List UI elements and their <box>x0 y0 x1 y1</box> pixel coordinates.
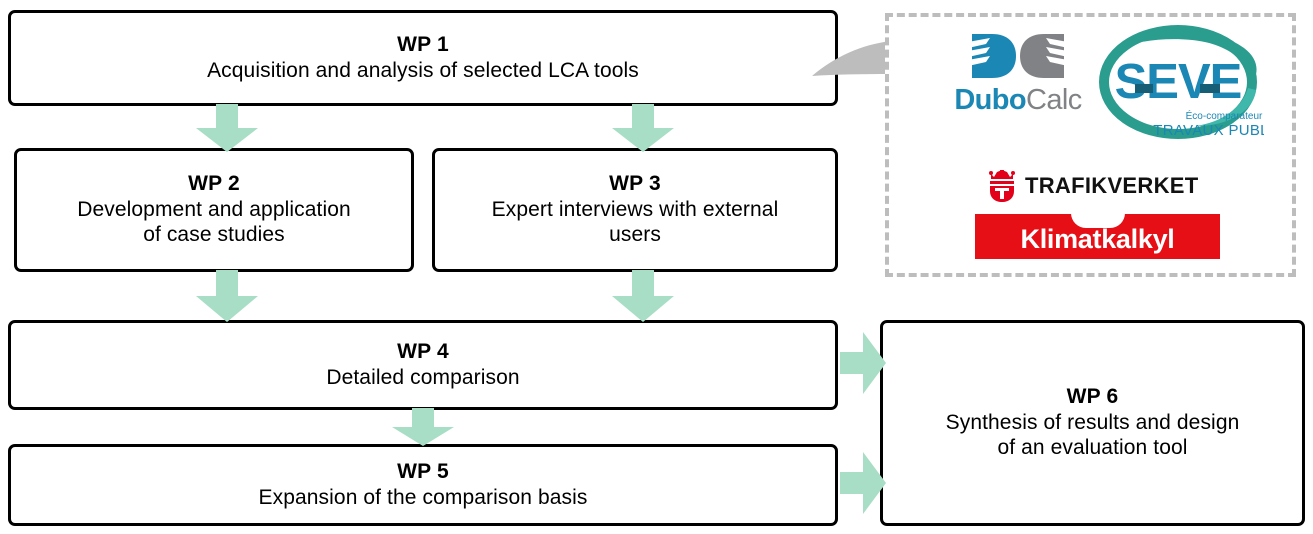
wp1-title: WP 1 <box>397 32 449 56</box>
wp2-description: Development and application of case stud… <box>77 197 351 247</box>
klimatkalkyl-notch <box>1070 213 1125 228</box>
wp1-box[interactable]: WP 1 Acquisition and analysis of selecte… <box>8 10 838 106</box>
wp2-title: WP 2 <box>188 172 240 195</box>
dubocalc-logo[interactable]: DuboCalc <box>945 32 1091 132</box>
arrow-right-wp4-to-wp6-icon <box>840 332 886 394</box>
wp5-title: WP 5 <box>397 459 449 483</box>
seve-subtitle: TRAVAUX PUBLICS <box>1153 122 1264 139</box>
trafikverket-logo[interactable]: TRAFIKVERKET <box>988 168 1210 204</box>
seve-logo[interactable]: SEVE Éco-comparateur TRAVAUX PUBLICS <box>1092 22 1264 148</box>
arrow-down-wp2-to-wp4-icon <box>196 270 258 322</box>
dubocalc-mark-icon <box>968 34 1068 78</box>
wp6-description: Synthesis of results and design of an ev… <box>945 410 1240 460</box>
wp1-description: Acquisition and analysis of selected LCA… <box>207 58 639 82</box>
wp3-description: Expert interviews with external users <box>491 197 779 247</box>
dubocalc-word-secondary: Calc <box>1026 84 1082 116</box>
arrow-right-wp5-to-wp6-icon <box>840 452 886 514</box>
dubocalc-word-primary: Dubo <box>954 84 1027 116</box>
wp4-box[interactable]: WP 4 Detailed comparison <box>8 320 838 410</box>
klimatkalkyl-wordmark: Klimatkalkyl <box>1020 223 1175 254</box>
wp6-title: WP 6 <box>1066 385 1119 408</box>
wp3-box[interactable]: WP 3 Expert interviews with external use… <box>432 148 838 272</box>
arrow-down-wp1-to-wp2-icon <box>196 104 258 152</box>
arrow-down-wp4-to-wp5-icon <box>392 408 454 446</box>
wp5-description: Expansion of the comparison basis <box>258 485 588 509</box>
wp5-box[interactable]: WP 5 Expansion of the comparison basis <box>8 444 838 526</box>
trafikverket-crown-icon <box>989 170 1015 202</box>
wp3-title: WP 3 <box>609 172 661 195</box>
wp6-box[interactable]: WP 6 Synthesis of results and design of … <box>880 320 1305 526</box>
arrow-down-wp3-to-wp4-icon <box>612 270 674 322</box>
wp4-title: WP 4 <box>397 339 449 363</box>
klimatkalkyl-logo[interactable]: Klimatkalkyl <box>975 213 1220 259</box>
tools-logos-panel <box>885 13 1296 277</box>
dubocalc-wordmark: DuboCalc <box>954 84 1082 117</box>
wp2-box[interactable]: WP 2 Development and application of case… <box>14 148 414 272</box>
trafikverket-wordmark: TRAFIKVERKET <box>1025 173 1199 198</box>
seve-wordmark: SEVE <box>1115 55 1242 109</box>
seve-tagline: Éco-comparateur <box>1186 109 1263 122</box>
wp4-description: Detailed comparison <box>326 365 520 389</box>
arrow-down-wp1-to-wp3-icon <box>612 104 674 152</box>
